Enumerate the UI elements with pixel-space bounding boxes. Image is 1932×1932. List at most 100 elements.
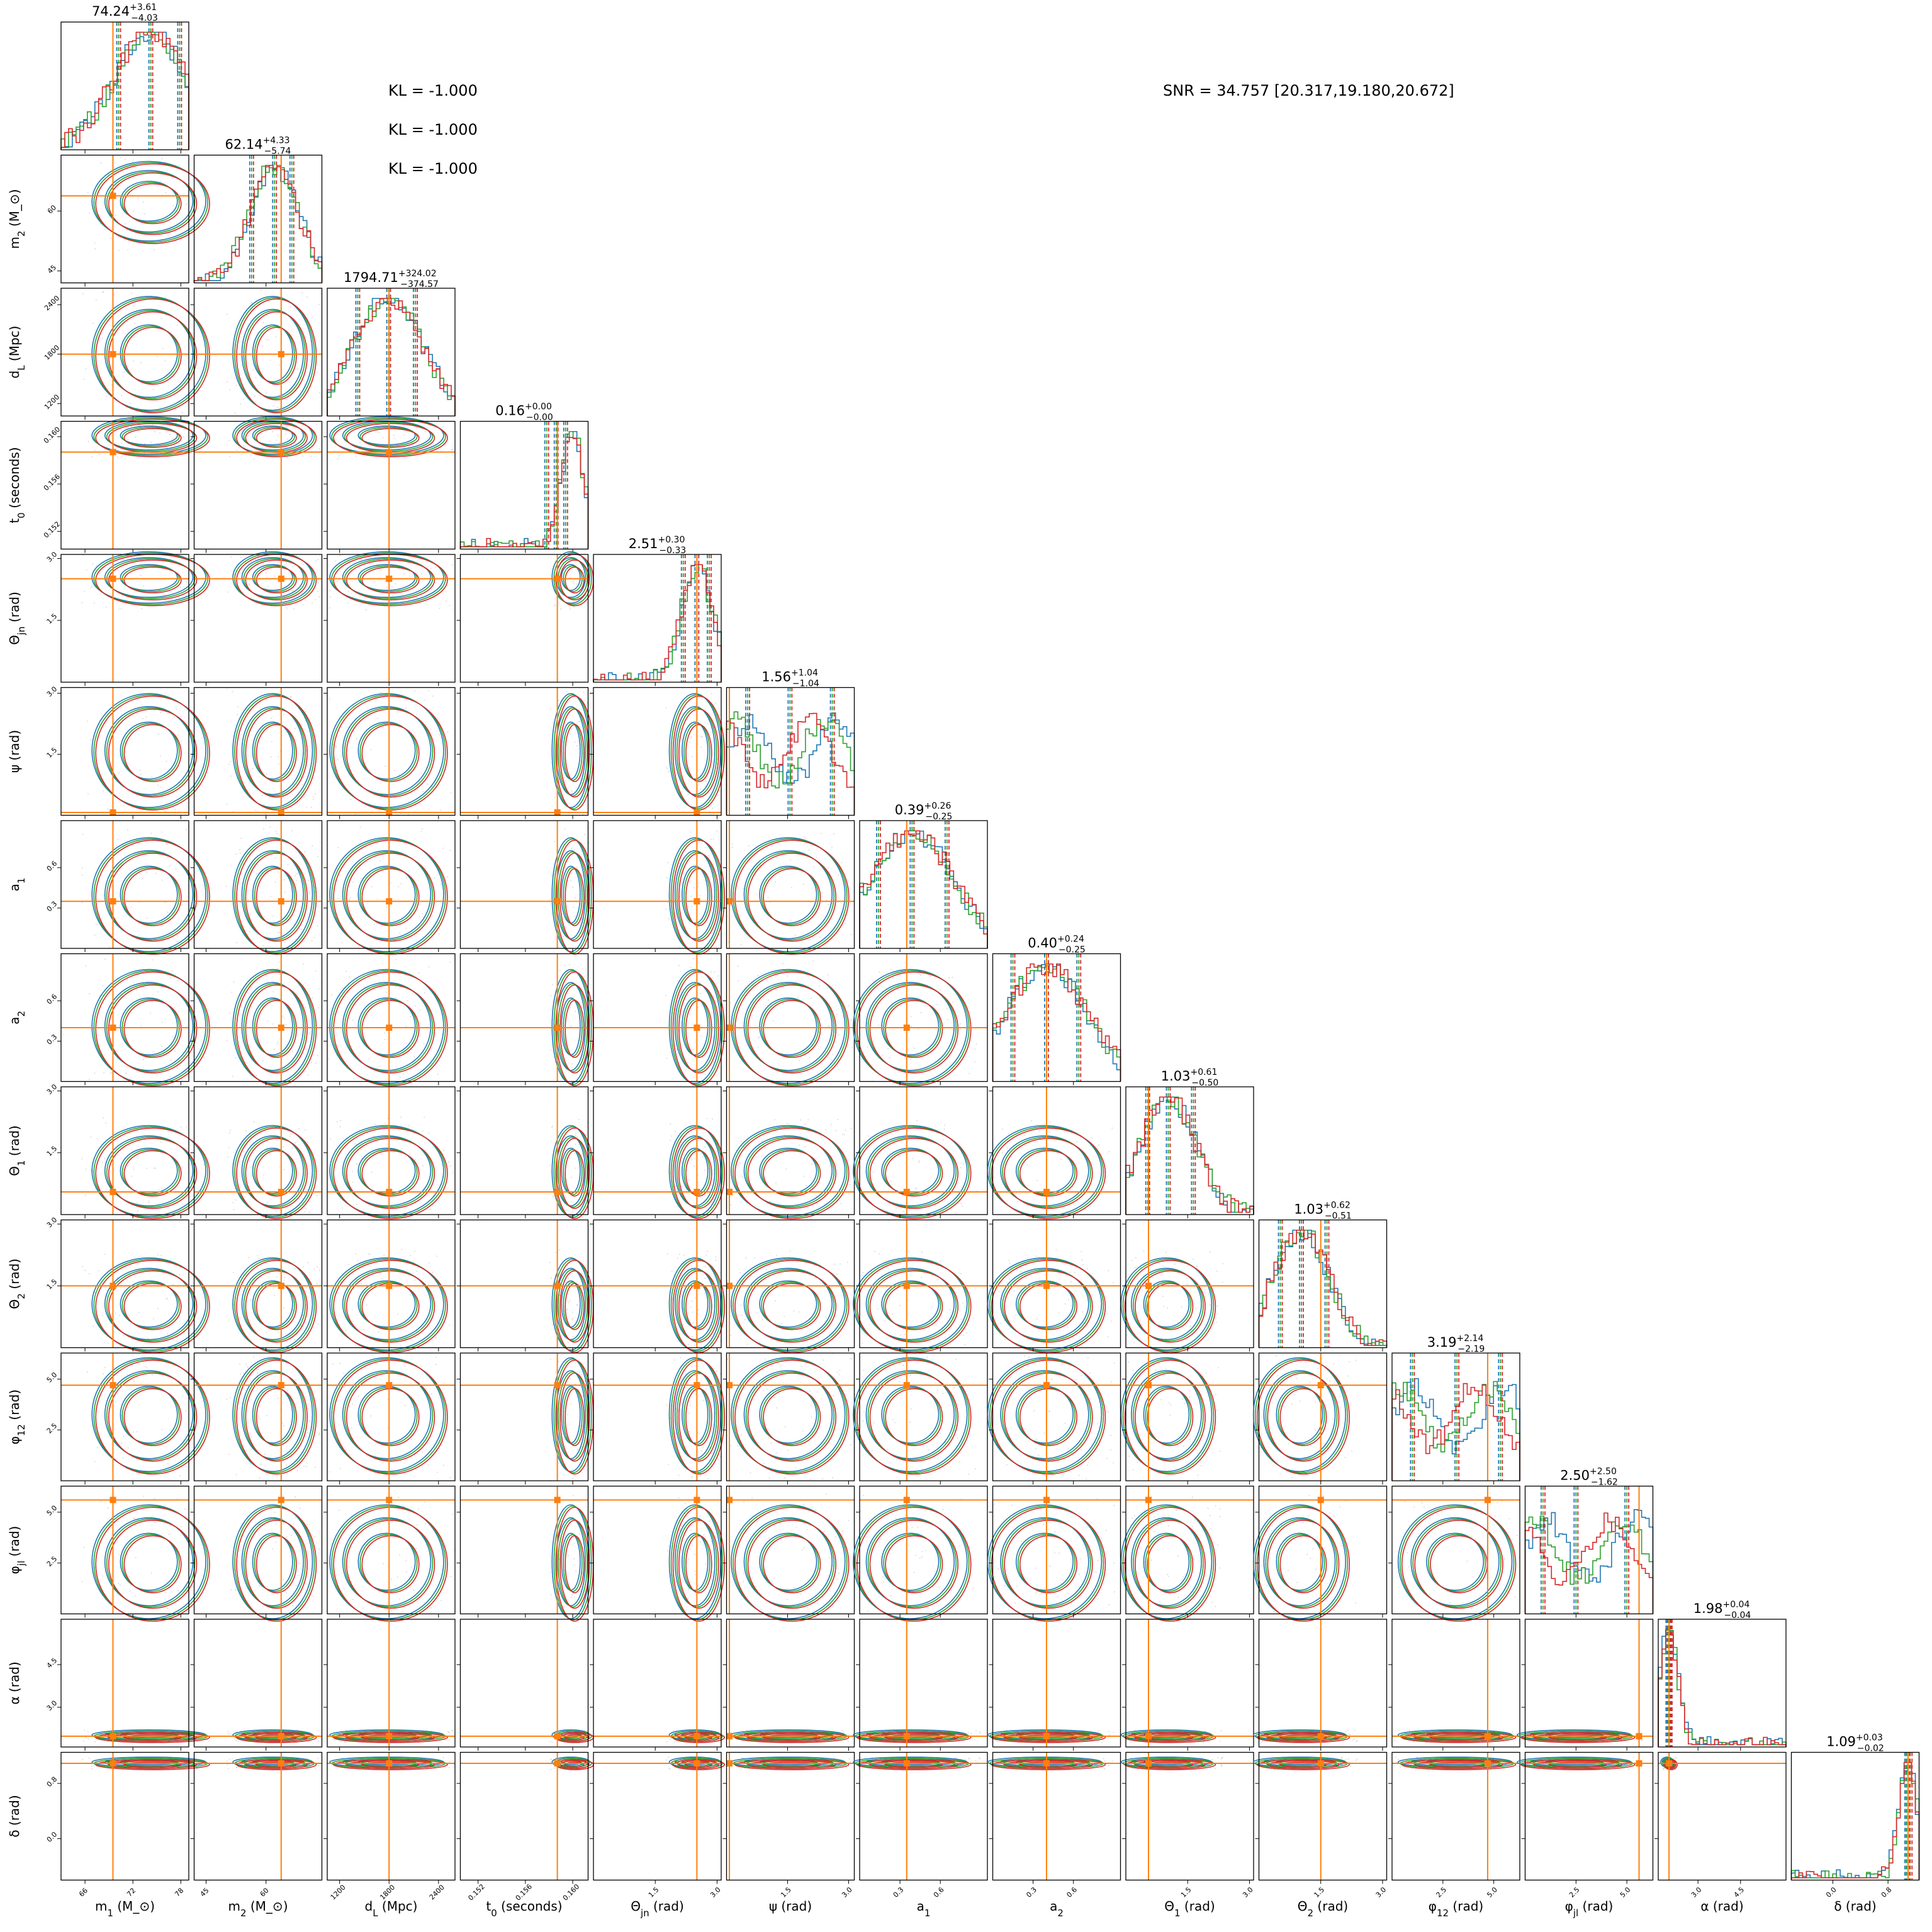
sample-point <box>1339 1354 1341 1356</box>
sample-point <box>301 292 303 294</box>
sample-point <box>1408 1566 1410 1568</box>
panel-t0-psi <box>456 687 594 819</box>
sample-point <box>418 1508 420 1510</box>
sample-point <box>130 1176 132 1177</box>
sample-point <box>568 1278 570 1279</box>
sample-point <box>298 1575 300 1576</box>
sample-point <box>730 1334 732 1336</box>
sample-point <box>706 777 708 779</box>
sample-point <box>700 746 702 748</box>
sample-point <box>229 1397 231 1399</box>
contour-2-2 <box>106 171 196 234</box>
sample-point <box>913 1571 915 1573</box>
panel-psi-th2 <box>722 1219 855 1354</box>
sample-point <box>1023 1134 1025 1136</box>
panel-a1-th1 <box>853 1086 988 1220</box>
panel-psi-alpha <box>722 1619 855 1751</box>
sample-point <box>126 439 128 441</box>
sample-point <box>176 1341 178 1343</box>
sample-point <box>549 1262 551 1264</box>
sample-point <box>942 1508 944 1510</box>
sample-point <box>1111 1127 1113 1129</box>
panel-frame <box>60 420 189 550</box>
contour-3-2 <box>245 1138 308 1209</box>
panel-frame <box>593 1352 722 1481</box>
sample-point <box>287 863 289 865</box>
sample-point <box>827 867 829 869</box>
contour-1-1 <box>1276 1385 1323 1444</box>
sample-point <box>294 1268 296 1270</box>
sample-point <box>576 1304 578 1306</box>
contour-3-3 <box>734 1259 850 1354</box>
sample-point <box>914 1353 916 1355</box>
sample-point <box>167 911 169 913</box>
contour-1-2 <box>675 1370 716 1459</box>
sample-point <box>1186 1277 1188 1279</box>
sample-point <box>329 607 331 609</box>
sample-point <box>99 719 101 721</box>
sample-point <box>409 576 411 578</box>
sample-point <box>293 583 295 585</box>
sample-point <box>138 425 140 427</box>
sample-point <box>1434 1590 1435 1592</box>
contour-3-2 <box>747 984 837 1074</box>
sample-point <box>796 1261 798 1263</box>
sample-point <box>119 1584 121 1586</box>
sample-point <box>1057 1596 1059 1598</box>
sample-point <box>768 1477 770 1479</box>
sample-point <box>237 1741 239 1743</box>
sample-point <box>395 958 397 960</box>
sample-point <box>384 1032 386 1034</box>
truth-marker <box>694 1382 700 1389</box>
sample-point <box>120 364 122 366</box>
panel-m2-alpha <box>190 1619 323 1751</box>
panel-frame <box>459 554 589 683</box>
sample-point <box>362 1329 364 1331</box>
sample-point <box>397 1313 399 1315</box>
sample-point <box>887 1449 889 1451</box>
contour-1-1 <box>759 1147 817 1194</box>
sample-point <box>1345 1731 1347 1733</box>
contour-1-3 <box>731 1257 846 1351</box>
sample-point <box>739 1162 741 1164</box>
truth-marker <box>278 1283 284 1289</box>
sample-point <box>234 1738 236 1740</box>
sample-point <box>1143 1250 1145 1252</box>
sample-point <box>391 595 393 597</box>
sample-point <box>338 455 340 457</box>
sample-point <box>97 1411 99 1413</box>
sample-point <box>311 602 313 604</box>
sample-point <box>259 1585 261 1587</box>
sample-point <box>665 908 667 910</box>
sample-point <box>695 1393 697 1395</box>
sample-point <box>242 398 244 400</box>
sample-point <box>575 569 577 571</box>
sample-point <box>566 906 568 907</box>
contour-2-2 <box>745 1519 835 1608</box>
sample-point <box>844 923 846 925</box>
sample-point <box>272 1548 274 1550</box>
sample-point <box>1167 1573 1169 1575</box>
sample-point <box>286 1464 288 1466</box>
sample-point <box>102 1373 104 1374</box>
sample-point <box>697 1006 699 1008</box>
sample-point <box>896 1207 897 1209</box>
sample-point <box>445 591 447 593</box>
contour-1-2 <box>104 850 194 940</box>
sample-point <box>702 1447 704 1449</box>
sample-point <box>563 936 564 938</box>
sample-point <box>1471 1607 1473 1609</box>
panel-frame <box>60 154 189 284</box>
sample-point <box>316 1266 318 1268</box>
hist-phijl: 2.50+2.50−1.62 <box>1524 1467 1654 1618</box>
contour-3-1 <box>361 1150 420 1197</box>
sample-point <box>320 1573 322 1575</box>
sample-point <box>362 1607 364 1609</box>
truth-marker <box>694 1497 700 1503</box>
sample-point <box>122 1457 124 1459</box>
sample-point <box>293 1523 295 1525</box>
contour-1-3 <box>1252 1504 1347 1619</box>
contour-1-2 <box>241 850 304 940</box>
contour-3-2 <box>345 559 435 600</box>
